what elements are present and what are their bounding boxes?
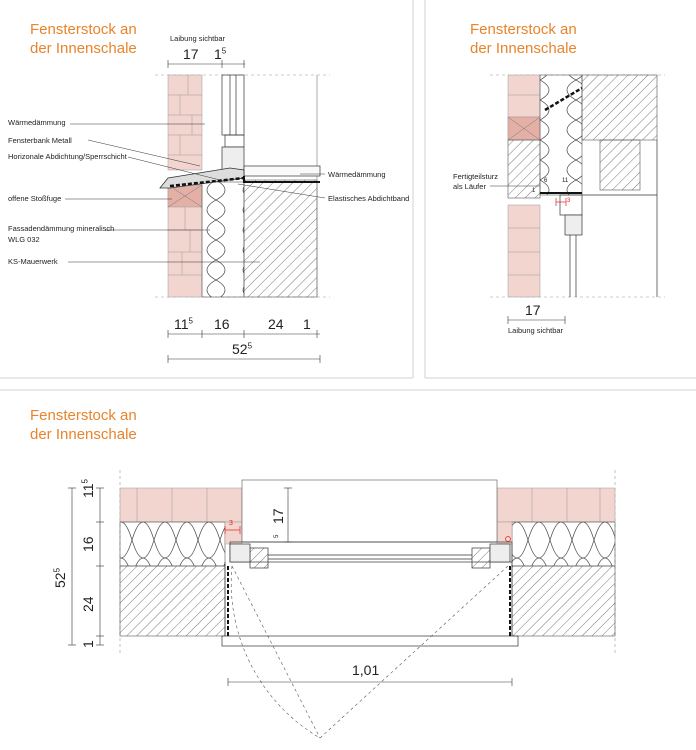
dim-laibung: 17 bbox=[525, 302, 541, 318]
top-right-section-drawing bbox=[490, 74, 665, 324]
dim-bottom-a: 115 bbox=[174, 316, 193, 332]
panel-title-bottom: Fensterstock an der Innenschale bbox=[30, 406, 137, 444]
dim-left-d: 1 bbox=[80, 640, 96, 648]
bottom-dimension-line bbox=[507, 316, 566, 324]
label-fassade-1: Fassadendämmung mineralisch bbox=[8, 224, 115, 233]
label-ks-mauerwerk: KS-Mauerwerk bbox=[8, 257, 58, 266]
reveal-dimension bbox=[284, 487, 292, 543]
label-waermedaemmung: Wärmedämmung bbox=[8, 118, 66, 127]
label-abdichtung: Horizonale Abdichtung/Sperrschicht bbox=[8, 152, 127, 161]
label-sturz-2: als Läufer bbox=[453, 182, 486, 191]
label-fensterbank: Fensterbank Metall bbox=[8, 136, 72, 145]
title-line-2: der Innenschale bbox=[470, 40, 577, 57]
window-frame-section bbox=[221, 74, 321, 177]
metal-sill bbox=[159, 167, 245, 189]
small-dim-c: 1 bbox=[532, 188, 536, 194]
dim-left-b: 16 bbox=[80, 536, 96, 552]
red-dimension bbox=[555, 198, 567, 206]
label-waermedaemmung-right: Wärmedämmung bbox=[328, 170, 386, 179]
laibung-label-right: Laibung sichtbar bbox=[508, 326, 564, 335]
leader-lines bbox=[65, 123, 326, 263]
right-wall-plan bbox=[496, 487, 616, 523]
inner-masonry-lintel bbox=[581, 74, 658, 141]
window-head-frame bbox=[559, 140, 658, 297]
small-dim-b: 11 bbox=[562, 178, 569, 184]
dim-red: 3 bbox=[229, 520, 233, 527]
label-sturz-1: Fertigteilsturz bbox=[453, 172, 499, 181]
title-line-1: Fensterstock an bbox=[30, 21, 137, 38]
left-vertical-dimensions bbox=[68, 487, 104, 646]
top-dimension-line bbox=[167, 60, 245, 68]
dim-reveal: 17 bbox=[270, 508, 286, 524]
bottom-dimension-lines bbox=[167, 330, 321, 363]
mineral-insulation bbox=[201, 181, 245, 298]
brick-lintel-column bbox=[507, 74, 541, 298]
sash-swing-arc bbox=[230, 565, 321, 739]
top-left-section-drawing bbox=[65, 60, 330, 363]
precast-lintel bbox=[507, 139, 541, 199]
panel-frames bbox=[0, 0, 696, 391]
title-line-1: Fensterstock an bbox=[470, 21, 577, 38]
dim-bottom-b: 16 bbox=[214, 316, 230, 332]
dim-total: 525 bbox=[232, 341, 253, 357]
small-dim-a: 6 bbox=[544, 178, 548, 184]
dim-small: 5 bbox=[274, 534, 280, 538]
label-fassade-2: WLG 032 bbox=[8, 235, 40, 244]
lintel-insulation bbox=[539, 74, 583, 196]
dim-left-c: 24 bbox=[80, 596, 96, 612]
dim-width: 1,01 bbox=[352, 662, 380, 678]
laibung-label: Laibung sichtbar bbox=[170, 34, 226, 43]
title-line-1: Fensterstock an bbox=[30, 407, 137, 424]
dim-top-b: 15 bbox=[214, 46, 227, 62]
title-line-2: der Innenschale bbox=[30, 40, 137, 57]
width-dimension bbox=[227, 678, 513, 686]
dim-left-a: 115 bbox=[80, 479, 96, 498]
ks-masonry bbox=[243, 179, 318, 298]
left-wall-plan bbox=[119, 487, 243, 523]
panel-title-top-left: Fensterstock an der Innenschale bbox=[30, 20, 137, 58]
dim-bottom-d: 1 bbox=[303, 316, 311, 332]
window-frame-plan bbox=[221, 541, 519, 647]
label-elastisch: Elastisches Abdichtband bbox=[328, 194, 410, 203]
dim-left-total: 525 bbox=[52, 567, 68, 588]
small-dim-red: 3 bbox=[567, 198, 571, 204]
panel-title-top-right: Fensterstock an der Innenschale bbox=[470, 20, 577, 58]
dim-bottom-c: 24 bbox=[268, 316, 284, 332]
bottom-plan-drawing bbox=[68, 470, 616, 739]
dim-top-a: 17 bbox=[183, 46, 199, 62]
brick-outer-leaf-upper bbox=[167, 74, 203, 171]
title-line-2: der Innenschale bbox=[30, 426, 137, 443]
brick-outer-leaf-lower bbox=[167, 184, 203, 298]
label-stossfuge: offene Stoßfuge bbox=[8, 194, 62, 203]
red-dimension-plan bbox=[224, 526, 511, 542]
